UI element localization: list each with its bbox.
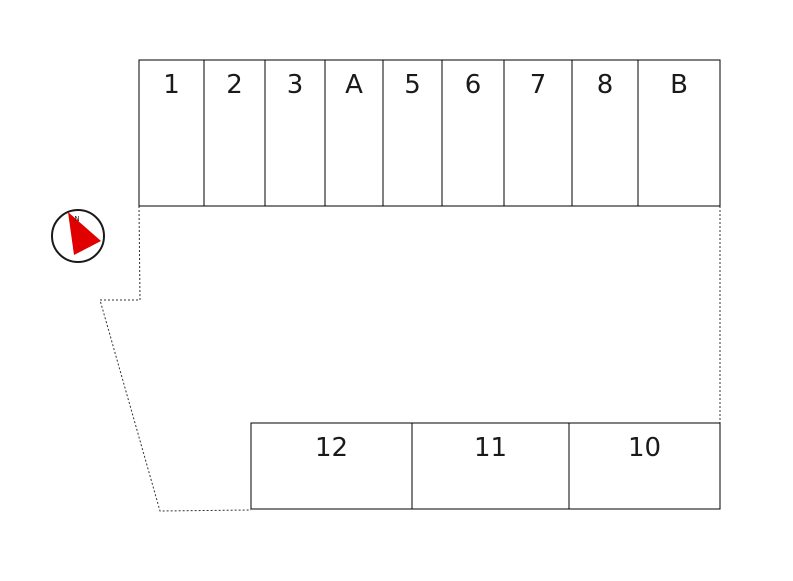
space-label: 2 [226, 70, 243, 100]
space-label: 8 [597, 70, 614, 100]
space-label: 5 [404, 70, 421, 100]
bottom-row: 12 11 10 [250, 422, 721, 510]
space-label: B [670, 70, 688, 100]
space-2: 2 [203, 59, 266, 207]
space-label: 7 [530, 70, 547, 100]
space-label: A [345, 70, 363, 100]
north-arrow-compass-icon: N [51, 209, 105, 263]
space-10: 10 [568, 422, 721, 510]
space-8: 8 [571, 59, 639, 207]
space-3: 3 [264, 59, 326, 207]
space-7: 7 [503, 59, 573, 207]
space-label: 3 [287, 70, 304, 100]
compass-arrow [68, 212, 101, 255]
space-label: 12 [315, 433, 348, 463]
space-label: 11 [474, 433, 507, 463]
space-6: 6 [441, 59, 505, 207]
top-row: 1 2 3 A 5 6 7 8 [138, 59, 721, 207]
space-11: 11 [411, 422, 570, 510]
space-label: 6 [465, 70, 482, 100]
compass-north-label: N [74, 215, 79, 223]
space-label: 10 [628, 433, 661, 463]
space-5: 5 [382, 59, 443, 207]
lot-boundary [99, 205, 252, 512]
space-a: A [324, 59, 384, 207]
space-b: B [637, 59, 721, 207]
space-1: 1 [138, 59, 205, 207]
space-label: 1 [163, 70, 180, 100]
space-12: 12 [250, 422, 413, 510]
